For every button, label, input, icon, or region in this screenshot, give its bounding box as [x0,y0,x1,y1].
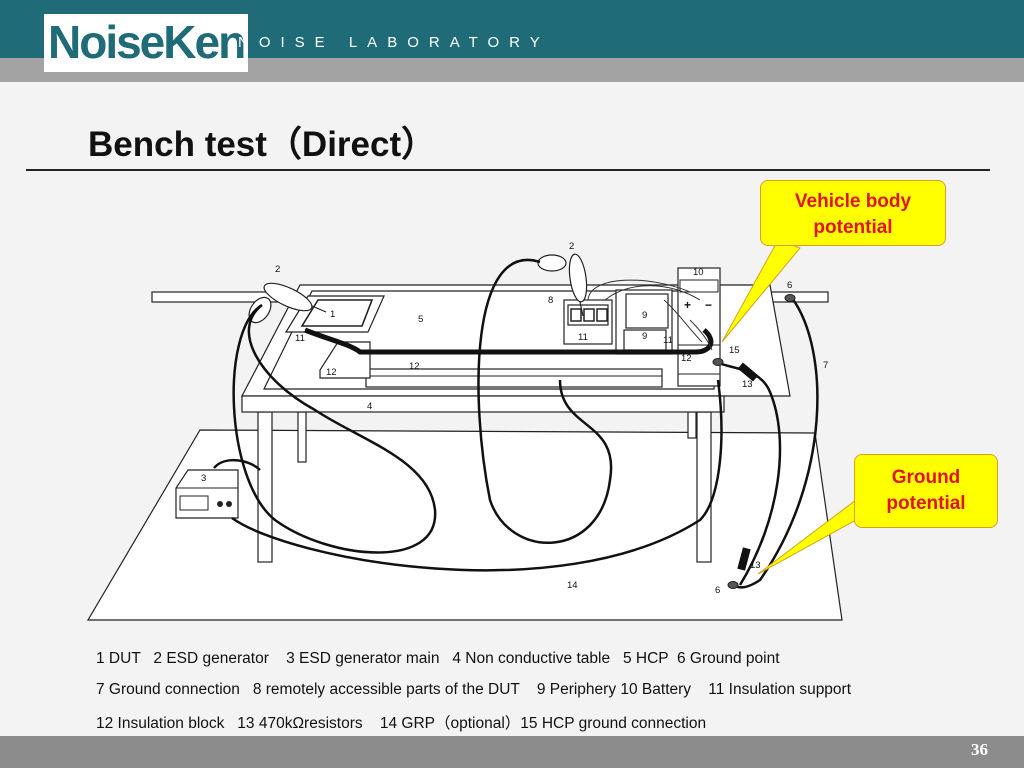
ground-connection-cable [733,297,819,589]
label-resistor-bottom: 13 [750,560,761,571]
esd-cable-left [232,303,437,554]
table-leg [257,411,273,563]
label-block-mid: 12 [409,361,420,372]
label-table: 4 [367,401,372,412]
table-edge [241,395,725,413]
footer-bar [0,736,1024,768]
label-insulation-right: 11 [663,335,673,346]
hcp-harness [304,327,714,355]
vehicle-body-line1: Vehicle body [794,191,912,212]
label-block-right: 12 [681,353,692,364]
label-ground-point-bottom: 6 [715,585,720,596]
label-ground-point-top: 6 [787,280,792,291]
periphery-box-upper [625,293,669,329]
ground-line2: potential [886,493,966,514]
table-leg [687,411,697,439]
label-esd-gun-left: 2 [275,264,280,275]
ground-point-bottom [727,581,739,589]
label-periphery-a: 9 [642,310,647,321]
ground-potential-callout: Ground potential [854,454,998,528]
dut-box [300,299,374,327]
label-insulation-left: 11 [295,333,305,344]
label-esd-gun-right: 2 [569,241,574,252]
ground-reference-plane [86,429,843,621]
header-tagline: NOISE LABORATORY [238,34,550,51]
label-grp: 14 [567,580,578,591]
battery-plus: + [684,298,691,312]
title-divider [26,169,990,171]
battery-minus: − [705,298,712,312]
label-resistor-top: 13 [742,379,753,390]
battery-top [679,279,719,293]
resistor-bottom [737,547,751,571]
ground-line1: Ground [891,467,961,488]
table-leg [297,411,307,463]
label-remote-parts: 8 [548,295,553,306]
label-hcp: 5 [418,314,423,325]
label-battery: 10 [693,267,704,278]
vehicle-body-line2: potential [813,217,893,238]
label-hcp-ground: 15 [729,345,740,356]
slide-title: Bench test（Direct） [88,125,437,164]
vehicle-body-potential-callout: Vehicle body potential [760,180,946,246]
legend-line-3: 12 Insulation block 13 470kΩresistors 14… [96,715,707,732]
legend-line-1: 1 DUT 2 ESD generator 3 ESD generator ma… [96,650,780,667]
esd-cable-right [477,258,613,544]
hcp-ground-point [712,358,724,366]
page-number: 36 [971,740,988,759]
label-esd-main: 3 [201,473,206,484]
esd-return-cable [231,379,723,572]
esd-generator-gun-right [537,253,588,317]
logo-text: NoiseKen [48,16,246,68]
harness-wires [587,279,713,351]
label-dut: 1 [330,309,335,320]
esd-generator-main [175,469,239,519]
ground-point-top [784,294,796,302]
noiseken-logo: NoiseKen [44,14,249,72]
table-leg [696,411,712,563]
esd-generator-gun-left [248,282,327,324]
label-periphery-b: 9 [642,331,647,342]
label-insulation-mid: 11 [578,332,588,343]
legend-line-2: 7 Ground connection 8 remotely accessibl… [96,681,852,698]
label-block-left: 12 [326,367,337,378]
resistor-top [737,362,759,382]
label-ground-connection: 7 [823,360,828,371]
esd-main-to-gun-cable [213,459,261,471]
